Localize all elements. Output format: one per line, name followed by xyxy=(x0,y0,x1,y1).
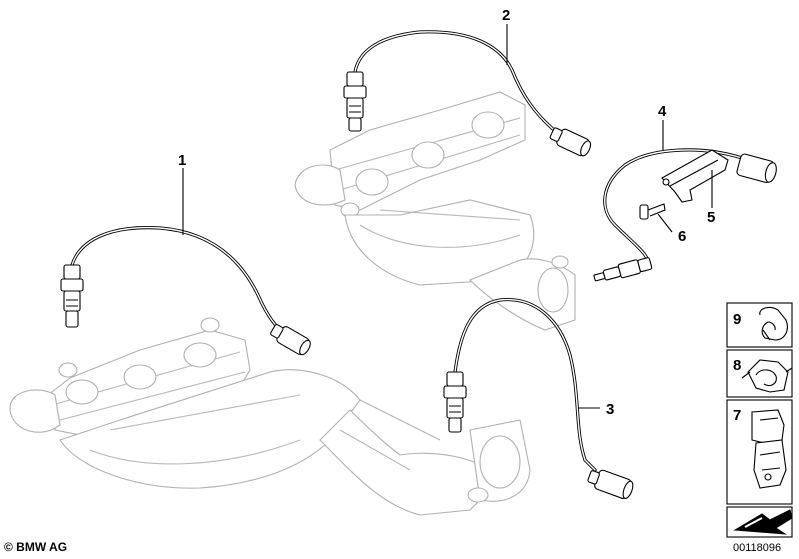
oxygen-sensor-3[interactable] xyxy=(443,297,635,501)
clip-holder-7[interactable] xyxy=(751,409,787,489)
sensor-bracket-5[interactable] xyxy=(661,149,729,203)
callout-8: 8 xyxy=(733,357,741,374)
small-parts-panel xyxy=(726,302,793,538)
oxygen-sensor-2[interactable] xyxy=(343,30,593,158)
diagram-id-text: 00118096 xyxy=(733,542,782,554)
cable-holder-8[interactable] xyxy=(741,359,793,393)
callout-9: 9 xyxy=(733,311,741,328)
bolt-6[interactable] xyxy=(639,203,666,220)
oxygen-sensor-4[interactable] xyxy=(593,148,779,285)
clip-9[interactable] xyxy=(759,306,788,341)
arrow-icon xyxy=(733,509,793,535)
callout-7: 7 xyxy=(733,407,741,424)
callout-5: 5 xyxy=(707,209,715,226)
leader-lines xyxy=(182,24,713,409)
oxygen-sensor-1[interactable] xyxy=(60,226,313,358)
callout-4: 4 xyxy=(658,103,667,120)
lower-exhaust-manifold xyxy=(9,317,531,516)
callout-1: 1 xyxy=(178,152,186,169)
upper-exhaust-manifold xyxy=(294,91,576,331)
callout-6: 6 xyxy=(678,228,686,245)
callout-2: 2 xyxy=(502,7,510,24)
callout-3: 3 xyxy=(606,401,614,418)
copyright-text: © BMW AG xyxy=(4,540,68,554)
